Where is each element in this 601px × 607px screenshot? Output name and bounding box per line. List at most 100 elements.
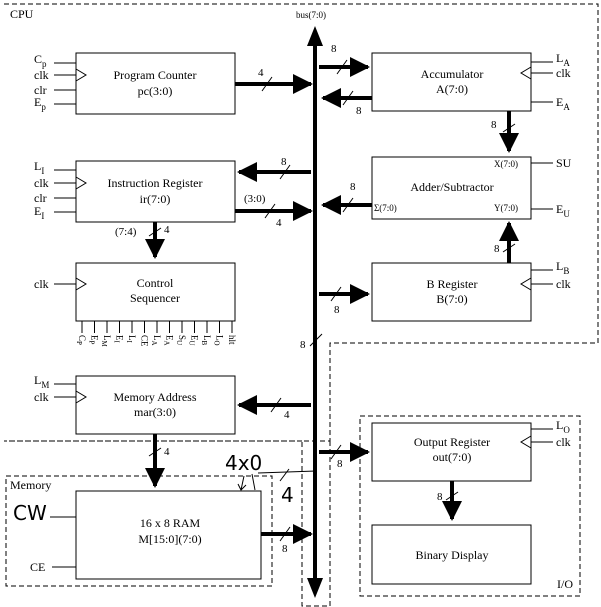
width-slash — [279, 526, 291, 542]
control-signal-label: EP — [88, 335, 100, 345]
ir-clr-signal: clr — [34, 191, 47, 205]
control-signal-label: LI — [125, 335, 137, 344]
control-signal-label: EA — [163, 335, 175, 346]
ram-block: 16 x 8 RAM M[15:0](7:0) CE 8 CW 4x0 4 — [13, 451, 317, 580]
clock-triangle-icon — [75, 68, 87, 82]
ram-reg: M[15:0](7:0) — [138, 532, 201, 546]
control-sequencer-title: Control — [137, 276, 174, 290]
width-slash — [270, 397, 282, 413]
memory-address-title: Memory Address — [114, 390, 197, 404]
b-register-block: B Register B(7:0) LB clk 8 8 — [319, 221, 571, 322]
adder-sum-port: Σ(7:0) — [374, 203, 397, 213]
acc-clk-signal: clk — [556, 66, 571, 80]
accumulator-reg: A(7:0) — [436, 82, 468, 96]
ir-seq-width: 4 — [164, 224, 170, 236]
acc-in-width: 8 — [331, 43, 337, 55]
instruction-register-block: Instruction Register ir(7:0) LI clk clr … — [34, 156, 313, 259]
ir-out-width: 4 — [276, 217, 282, 229]
control-sequencer-title2: Sequencer — [130, 291, 180, 305]
bus-width-slash — [309, 333, 323, 347]
sequencer-clk-signal: clk — [34, 277, 49, 291]
b-to-adder-width: 8 — [494, 243, 500, 255]
ir-seq-range: (7:4) — [115, 226, 137, 238]
ir-out-range: (3:0) — [244, 193, 266, 205]
acc-to-adder-width: 8 — [491, 119, 497, 131]
clock-triangle-icon — [520, 435, 532, 449]
out-load-signal: LO — [556, 418, 570, 435]
ir-clk-signal: clk — [34, 176, 49, 190]
ram-out-width: 8 — [282, 543, 288, 555]
memory-region — [5, 475, 273, 587]
width-slash — [502, 243, 516, 253]
cpu-region-label: CPU — [10, 7, 34, 21]
width-slash — [342, 90, 354, 106]
adder-title: Adder/Subtractor — [410, 180, 493, 194]
adder-y-port: Y(7:0) — [494, 203, 518, 213]
ir-in-width: 8 — [281, 156, 287, 168]
mar-out-width: 4 — [164, 446, 170, 458]
handwritten-arrow — [237, 475, 247, 491]
memory-address-box — [75, 375, 236, 435]
control-signal-label: CP — [75, 335, 87, 345]
width-slash — [336, 59, 348, 75]
width-slash — [279, 164, 291, 180]
handwritten-cw: CW — [13, 501, 47, 525]
pc-clr-signal: clr — [34, 83, 47, 97]
clock-triangle-icon — [75, 390, 87, 404]
program-counter-block: Program Counter pc(3:0) Cp clk clr Ep 4 — [34, 52, 313, 115]
cpu-region — [4, 3, 599, 607]
clock-triangle-icon — [75, 176, 87, 190]
mar-load-signal: LM — [34, 373, 49, 390]
pc-clk-signal: clk — [34, 68, 49, 82]
program-counter-title: Program Counter — [114, 68, 197, 82]
control-signal-label: LO — [213, 335, 225, 346]
mar-clk-signal: clk — [34, 390, 49, 404]
width-slash — [148, 447, 162, 457]
b-register-box — [371, 262, 532, 322]
control-sequencer-box — [75, 262, 236, 322]
control-signal-label: CE — [140, 335, 150, 347]
control-signal-label: EI — [113, 335, 125, 344]
ir-load-signal: LI — [34, 159, 44, 176]
pc-enable-signal: Ep — [34, 95, 46, 112]
clock-triangle-icon — [75, 277, 87, 291]
out-out-width: 8 — [437, 491, 443, 503]
adder-out-width: 8 — [350, 181, 356, 193]
width-slash — [148, 227, 162, 237]
control-signal-label: LA — [150, 335, 162, 346]
ram-box — [75, 490, 262, 580]
handwritten-addr: 4x0 — [225, 451, 262, 475]
program-counter-reg: pc(3:0) — [138, 84, 173, 98]
control-signal-label: EU — [188, 335, 200, 346]
bus-width-mark: 8 — [300, 339, 306, 351]
binary-display-title: Binary Display — [416, 548, 489, 562]
acc-out-width: 8 — [356, 105, 362, 117]
accumulator-box — [371, 52, 532, 112]
control-signal-label: LB — [200, 335, 212, 346]
acc-load-signal: LA — [556, 51, 570, 68]
b-load-signal: LB — [556, 259, 569, 276]
bus-arrow-top — [307, 26, 323, 46]
control-signal-label: SU — [175, 335, 187, 345]
memory-region-label: Memory — [10, 478, 51, 492]
width-slash — [445, 491, 459, 501]
output-register-box — [371, 422, 532, 482]
control-signal-label: LM — [100, 335, 112, 348]
out-clk-signal: clk — [556, 435, 571, 449]
ram-title: 16 x 8 RAM — [140, 516, 201, 530]
control-signal-label: hlt — [227, 335, 237, 345]
io-region-label: I/O — [557, 577, 573, 591]
width-slash — [330, 286, 342, 302]
width-slash — [502, 123, 516, 133]
width-slash — [261, 76, 273, 92]
handwritten-width: 4 — [281, 483, 294, 507]
accumulator-title: Accumulator — [421, 67, 484, 81]
acc-enable-signal: EA — [556, 95, 570, 112]
ir-enable-signal: EI — [34, 204, 44, 221]
out-in-width: 8 — [337, 458, 343, 470]
pc-count-signal: Cp — [34, 52, 47, 69]
output-register-block: Output Register out(7:0) LO clk 8 8 — [319, 418, 571, 521]
